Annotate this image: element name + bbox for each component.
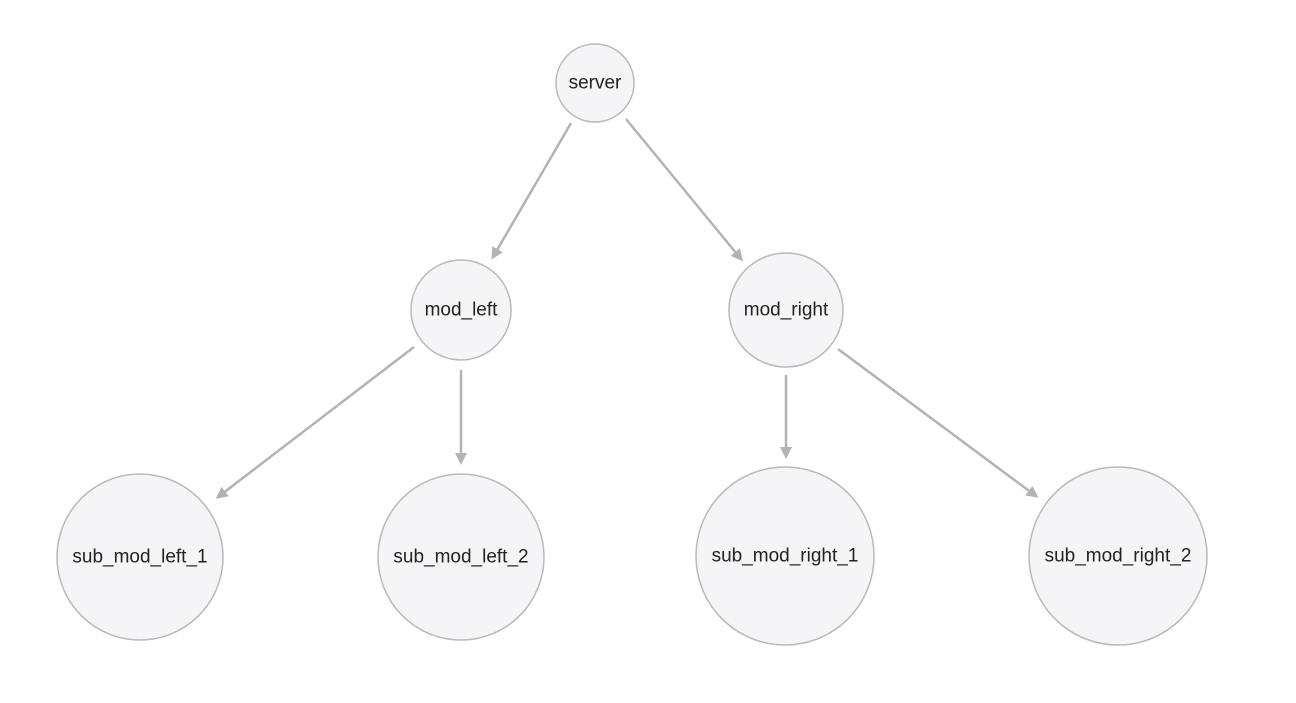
node-sub-mod-left-2-circle — [377, 473, 545, 641]
node-sub-mod-right-2-label: sub_mod_right_2 — [1045, 546, 1192, 567]
node-sub-mod-left-1-circle — [56, 473, 224, 641]
edge-server-mod-left — [491, 122, 573, 260]
node-mod-right-circle — [728, 252, 844, 368]
node-sub-mod-right-2-circle — [1028, 466, 1208, 646]
edges — [215, 118, 1039, 499]
node-sub-mod-right-1-label: sub_mod_right_1 — [712, 546, 859, 567]
node-sub-mod-left-1[interactable]: sub_mod_left_1 — [56, 473, 224, 641]
node-server[interactable]: server — [555, 43, 635, 123]
edge-mod-right-sub-mod-right-2 — [837, 347, 1039, 498]
node-sub-mod-right-1[interactable]: sub_mod_right_1 — [695, 466, 875, 646]
node-mod-left[interactable]: mod_left — [410, 259, 512, 361]
node-sub-mod-right-1-circle — [695, 466, 875, 646]
node-sub-mod-right-2[interactable]: sub_mod_right_2 — [1028, 466, 1208, 646]
node-mod-right[interactable]: mod_right — [728, 252, 844, 368]
node-sub-mod-left-1-label: sub_mod_left_1 — [72, 547, 207, 568]
node-sub-mod-left-2-label: sub_mod_left_2 — [393, 547, 528, 568]
nodes: server mod_left mod_right sub_mod_left_1… — [56, 43, 1208, 646]
node-server-label: server — [569, 73, 622, 94]
node-sub-mod-left-2[interactable]: sub_mod_left_2 — [377, 473, 545, 641]
edge-mod-left-sub-mod-left-1 — [215, 346, 415, 499]
node-mod-left-label: mod_left — [425, 300, 499, 321]
node-mod-left-circle — [410, 259, 512, 361]
node-server-circle — [555, 43, 635, 123]
node-mod-right-label: mod_right — [744, 300, 829, 321]
edge-server-mod-right — [625, 118, 743, 262]
